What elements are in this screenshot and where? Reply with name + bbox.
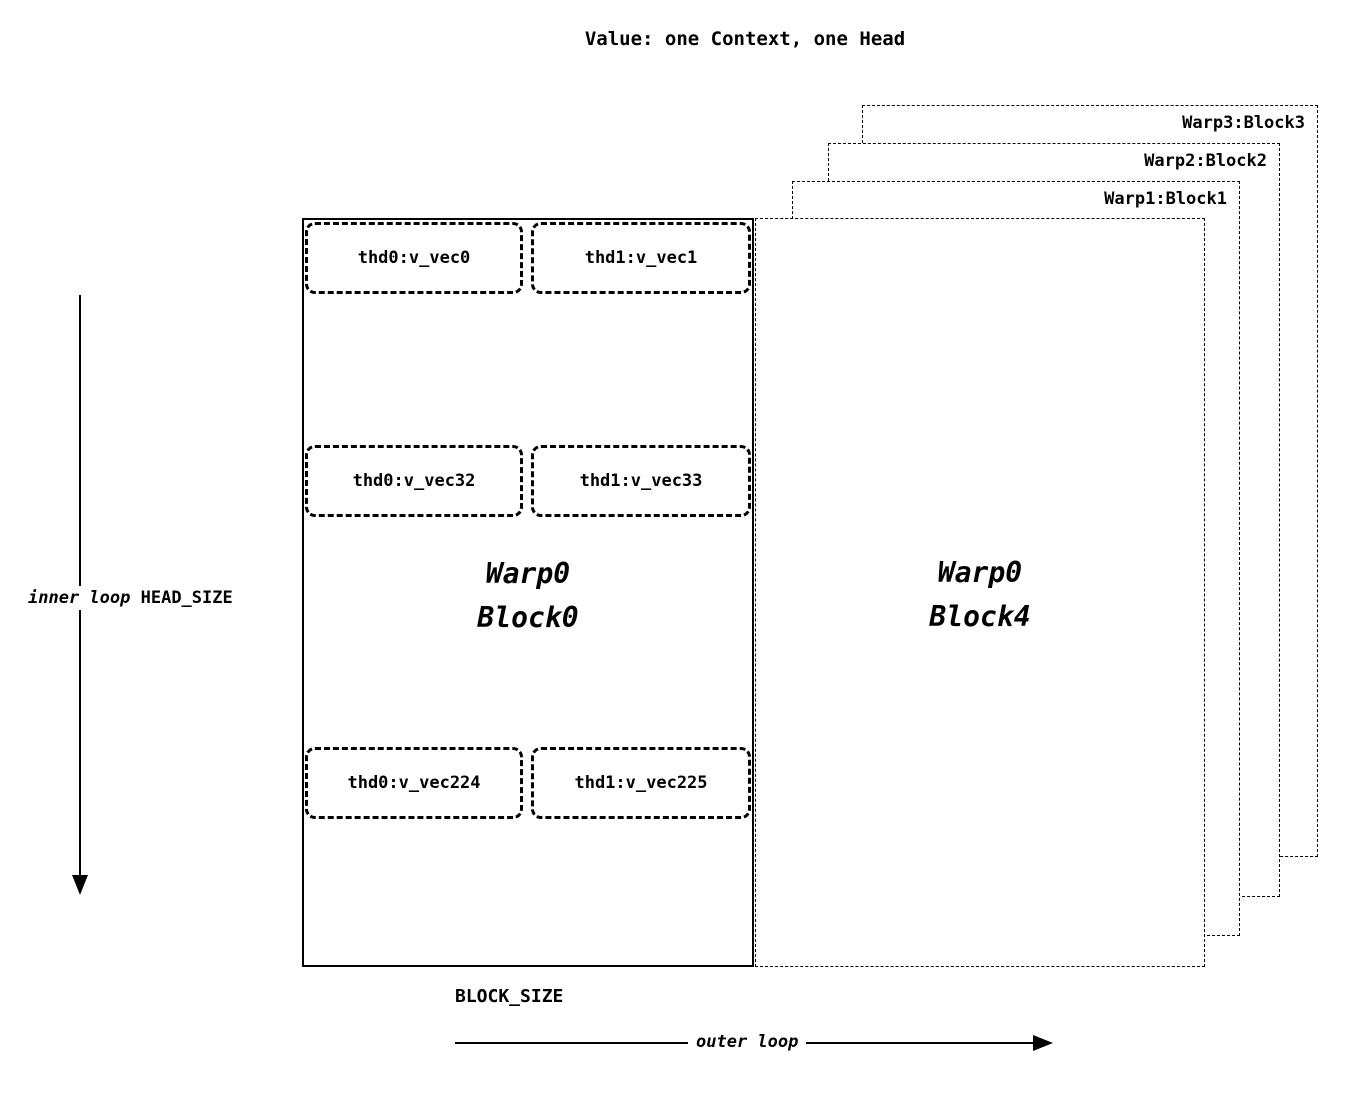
warp0-block0-line1: Warp0 [485, 557, 571, 590]
warp3-block3-label: Warp3:Block3 [1182, 113, 1305, 133]
vvec-box-thd0-224: thd0:v_vec224 [305, 747, 523, 819]
warp0-block4-line2: Block4 [929, 600, 1031, 633]
warp0-block4-label: Warp0 Block4 [756, 551, 1204, 639]
warp1-block1-label: Warp1:Block1 [1104, 189, 1227, 209]
warp0-block4-rect: Warp0 Block4 [755, 218, 1205, 967]
vvec-box-thd0-32: thd0:v_vec32 [305, 445, 523, 517]
inner-loop-arrow-head-icon [72, 875, 88, 895]
outer-loop-arrow-head-icon [1033, 1035, 1053, 1051]
vvec-box-thd1-225: thd1:v_vec225 [531, 747, 751, 819]
warp0-block0-label: Warp0 Block0 [304, 552, 752, 640]
diagram-title: Value: one Context, one Head [584, 28, 906, 50]
warp0-block0-rect: thd0:v_vec0 thd1:v_vec1 thd0:v_vec32 thd… [302, 218, 754, 967]
warp2-block2-label: Warp2:Block2 [1144, 151, 1267, 171]
outer-loop-label: outer loop [688, 1032, 807, 1052]
inner-loop-text: inner loop [28, 588, 131, 608]
warp0-block0-line2: Block0 [477, 601, 579, 634]
vvec-box-thd0-0: thd0:v_vec0 [305, 222, 523, 294]
vvec-box-thd1-1: thd1:v_vec1 [531, 222, 751, 294]
head-size-text: HEAD_SIZE [140, 588, 233, 608]
warp0-block4-line1: Warp0 [937, 556, 1023, 589]
block-size-label: BLOCK_SIZE [455, 986, 564, 1007]
inner-loop-head-size-label: inner loop HEAD_SIZE [24, 586, 237, 610]
vvec-box-thd1-33: thd1:v_vec33 [531, 445, 751, 517]
